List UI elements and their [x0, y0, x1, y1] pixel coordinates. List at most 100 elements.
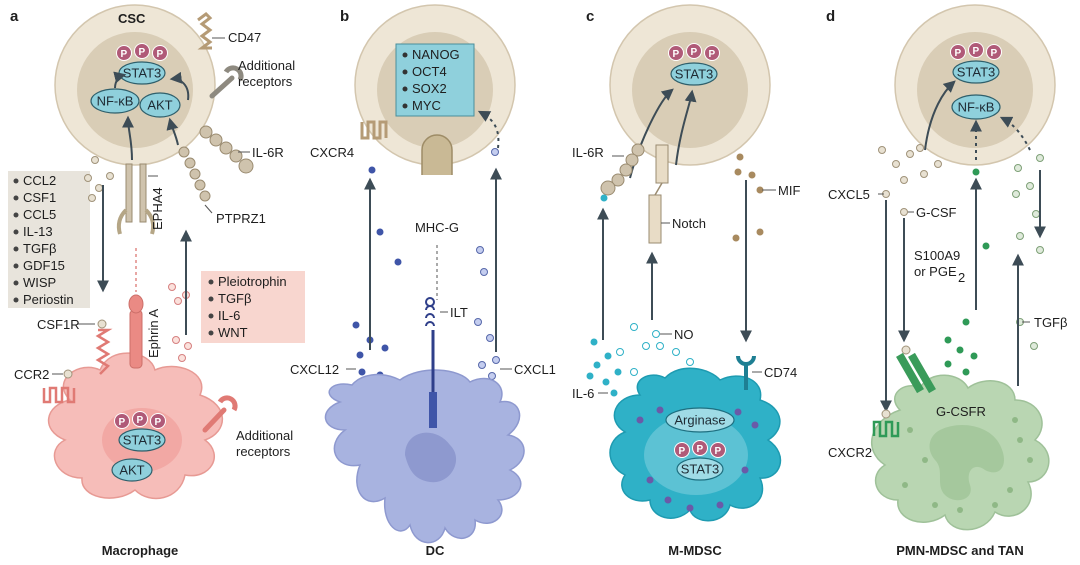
csf1r-receptor: [95, 328, 113, 375]
mhcg-label: MHC-G: [415, 220, 459, 235]
stat3-node-c: STAT3: [670, 62, 718, 86]
panel-a: a CSC P P P STAT3 NF-κB AKT: [8, 4, 305, 558]
phospho-p: P: [137, 415, 144, 426]
factor-myc: MYC: [412, 98, 441, 113]
s100a9-label: S100A9: [914, 248, 960, 263]
nfkb-node-d: NF-κB: [951, 94, 1001, 120]
cxcr2-ligand: [881, 409, 891, 419]
akt-node-mac: AKT: [111, 458, 153, 482]
phospho-p: P: [697, 444, 704, 455]
arrow-nfkb-stat3: [113, 71, 127, 89]
svg-text:NF-κB: NF-κB: [958, 100, 995, 115]
csc-cell-d: [894, 4, 1056, 166]
phospho-p: P: [991, 48, 998, 59]
stat3-node-mdsc: STAT3: [676, 457, 724, 481]
phospho-p: P: [679, 446, 686, 457]
pmn-label: PMN-MDSC and TAN: [896, 543, 1024, 558]
il6r-receptor-a: [199, 125, 254, 174]
phospho-p: P: [139, 47, 146, 58]
gcsf-label: G-CSF: [916, 205, 957, 220]
phospho-group-mdsc: P P P: [674, 440, 726, 458]
stemness-factor-list: NANOG OCT4 SOX2 MYC: [402, 47, 460, 113]
factor-pleiotrophin: Pleiotrophin: [218, 274, 287, 289]
akt-node-a: AKT: [139, 92, 181, 118]
phospho-group-mac: P P P: [114, 411, 166, 429]
factor-ccl5: CCL5: [23, 207, 56, 222]
phospho-p: P: [155, 417, 162, 428]
factor-wnt: WNT: [218, 325, 248, 340]
gcsf-dot: [900, 208, 908, 216]
or-pge-label: or PGE: [914, 264, 957, 279]
cxcl5-dots: [878, 144, 942, 198]
factor-wisp: WISP: [23, 275, 56, 290]
notch-label: Notch: [672, 216, 706, 231]
factor-csf1: CSF1: [23, 190, 56, 205]
arrow-to-nfkb: [122, 115, 135, 161]
svg-text:NF-κB: NF-κB: [97, 94, 134, 109]
phospho-p: P: [955, 48, 962, 59]
phospho-p: P: [119, 417, 126, 428]
cxcl1-dots: [474, 148, 500, 390]
stemness-factor-box: [395, 43, 475, 117]
notch-receptor-top: [655, 144, 669, 184]
panel-c: c P P P STAT3 IL-6R: [572, 4, 800, 558]
cxcl1-label: CXCL1: [514, 362, 556, 377]
ccr2-ligand: [63, 369, 73, 379]
mmdsc-label: M-MDSC: [668, 543, 722, 558]
ilt-receptor-domains: [425, 297, 436, 327]
panel-c-letter: c: [586, 8, 594, 25]
macrophage-factor-box: [8, 171, 90, 308]
tgfb-label: TGFβ: [1034, 315, 1067, 330]
ptprz1-leader: [204, 204, 213, 214]
svg-text:STAT3: STAT3: [675, 67, 714, 82]
arginase-node: Arginase: [665, 407, 735, 433]
mif-dots: [732, 153, 764, 242]
pmn-nucleus: [929, 425, 1005, 501]
secreted-factor-dots-pink: [168, 283, 192, 362]
factor-il6-csc: IL-6: [218, 308, 240, 323]
panel-b: b NANOG OCT4 SOX2 MYC CXCR4 MHC-G: [290, 4, 556, 558]
gcsfr-receptor: [896, 352, 936, 394]
ephrin-a-ligand: [128, 294, 144, 369]
svg-text:STAT3: STAT3: [123, 433, 162, 448]
stat3-node-a: STAT3: [118, 61, 166, 85]
notch-receptor-bottom: [648, 194, 662, 244]
svg-text:STAT3: STAT3: [957, 65, 996, 80]
csc-factor-box: [201, 271, 305, 343]
svg-text:STAT3: STAT3: [681, 462, 720, 477]
gcsfr-label: G-CSFR: [936, 404, 986, 419]
svg-text:AKT: AKT: [119, 463, 144, 478]
factor-oct4: OCT4: [412, 64, 447, 79]
factor-il13: IL-13: [23, 224, 53, 239]
factor-tgfb-csc: TGFβ: [218, 291, 251, 306]
ilt-label: ILT: [450, 305, 468, 320]
pmn-granules: [902, 417, 1033, 513]
csc-cell-a: [54, 4, 216, 166]
dashed-arrow-b: [477, 110, 500, 149]
factor-nanog: NANOG: [412, 47, 460, 62]
cd74-receptor: [736, 355, 756, 390]
arrow-to-akt: [166, 117, 179, 146]
svg-text:STAT3: STAT3: [123, 66, 162, 81]
arrow-il6r-stat3: [629, 88, 674, 179]
il6-label: IL-6: [572, 386, 594, 401]
epha4-label: EPHA4: [150, 187, 165, 230]
additional-receptors-csc-label-1: Additional: [238, 58, 295, 73]
additional-receptor-csc: [209, 65, 244, 99]
cxcl12-label: CXCL12: [290, 362, 339, 377]
svg-text:AKT: AKT: [147, 98, 172, 113]
phospho-p: P: [121, 49, 128, 60]
stat3-node-mac: STAT3: [118, 428, 166, 452]
ptprz1-label: PTPRZ1: [216, 211, 266, 226]
epha4-receptor: [116, 163, 156, 235]
cd47-label: CD47: [228, 30, 261, 45]
mif-label: MIF: [778, 183, 800, 198]
ccr2-label: CCR2: [14, 367, 49, 382]
phospho-p: P: [973, 46, 980, 57]
gcsfr-ligand: [901, 345, 911, 355]
secreted-factor-dots-a: [84, 156, 114, 202]
additional-receptor-mac: [202, 395, 238, 433]
cxcr2-label: CXCR2: [828, 445, 872, 460]
factor-gdf15: GDF15: [23, 258, 65, 273]
cxcl5-label: CXCL5: [828, 187, 870, 202]
